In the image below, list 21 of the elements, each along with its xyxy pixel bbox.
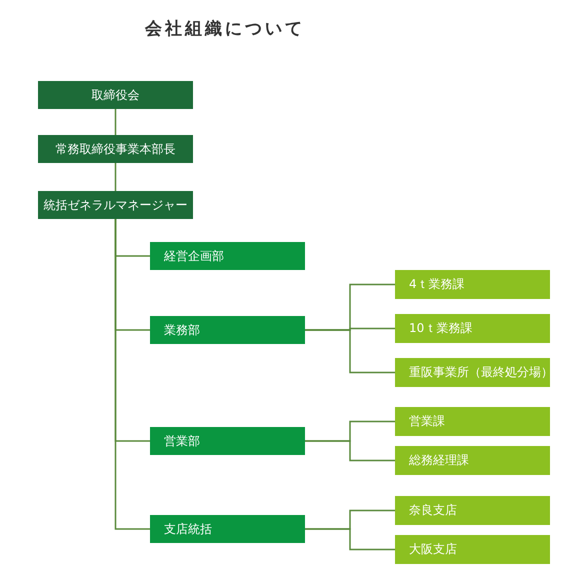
org-box: 10ｔ業務課 — [395, 314, 550, 343]
org-box: 重阪事業所（最終処分場） — [395, 358, 550, 387]
org-box: 統括ゼネラルマネージャー — [38, 191, 193, 219]
connector-line — [114, 163, 116, 191]
org-box: 営業課 — [395, 407, 550, 436]
org-box: 業務部 — [150, 316, 305, 344]
org-box: 営業部 — [150, 427, 305, 455]
org-box: 奈良支店 — [395, 496, 550, 525]
org-box: 支店統括 — [150, 515, 305, 543]
org-box: 取締役会 — [38, 81, 193, 109]
page-title: 会社組織について — [145, 18, 305, 40]
org-box: 大阪支店 — [395, 535, 550, 564]
connector-line — [305, 329, 395, 374]
org-box: 総務経理課 — [395, 446, 550, 475]
org-box: 経営企画部 — [150, 242, 305, 270]
connector-line — [305, 440, 395, 462]
org-box: 常務取締役事業本部長 — [38, 135, 193, 163]
connector-line — [305, 528, 395, 550]
connector-line — [114, 219, 150, 530]
org-box: 4ｔ業務課 — [395, 270, 550, 299]
connector-line — [114, 109, 116, 135]
